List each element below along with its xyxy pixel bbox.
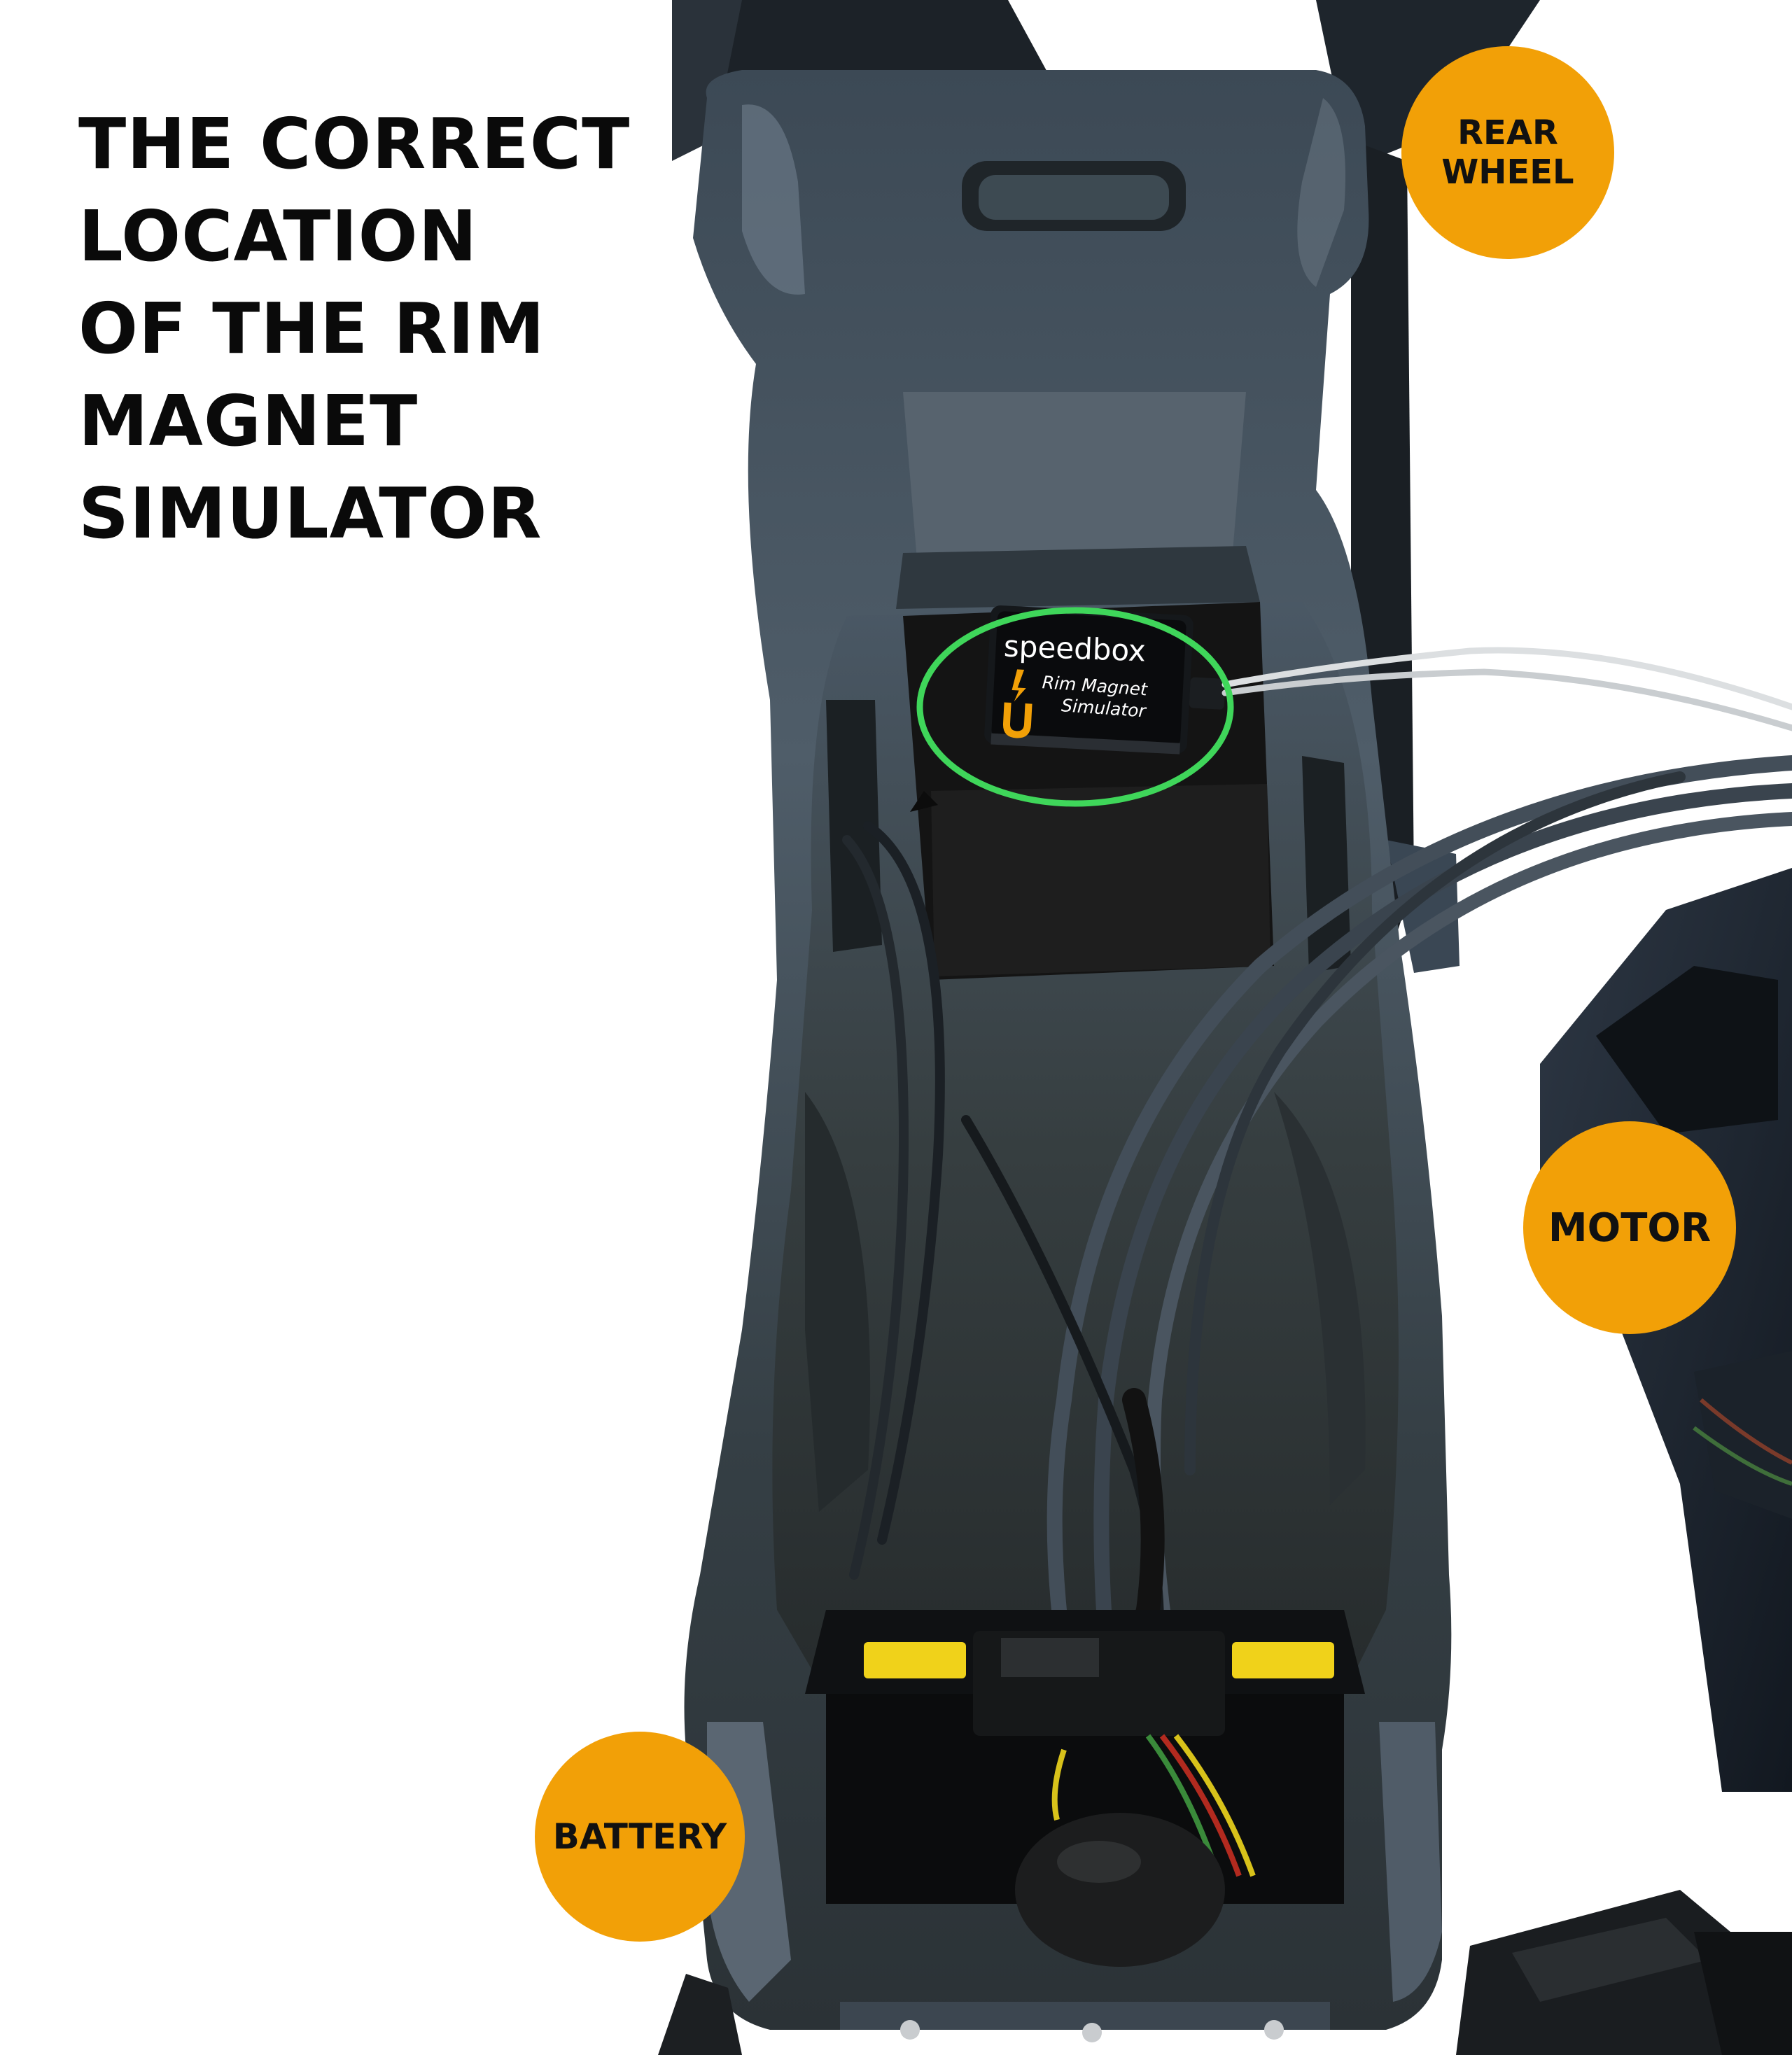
rear-wheel-label-line-2: WHEEL [1441,153,1574,192]
headline-line-4: MAGNET [78,380,419,462]
battery-badge: BATTERY [535,1732,745,1942]
rear-wheel-badge: REAR WHEEL [1401,46,1614,259]
motor-badge: MOTOR [1523,1121,1736,1334]
rim-magnet-simulator-device [984,605,1226,755]
frame-bottom [707,1722,1442,2042]
headline: THE CORRECT LOCATION OF THE RIM MAGNET S… [78,98,694,560]
device-brand-label: speedbox [1003,629,1147,668]
battery-connector [805,1610,1365,1967]
battery-label: BATTERY [552,1816,727,1857]
headline-line-5: SIMULATOR [78,472,542,554]
motor-housing [1540,868,1792,1792]
pedal [1456,1890,1792,2055]
motor-label: MOTOR [1548,1205,1712,1251]
white-cables [1222,647,1792,731]
device-name-label: Rim Magnet Simulator [1033,671,1148,722]
black-cables [842,755,1792,1800]
headline-line-1: THE CORRECT [78,103,631,185]
rear-wheel-label-line-1: REAR [1457,113,1558,153]
headline-line-3: OF THE RIM [78,288,545,370]
highlight-ring [916,607,1234,807]
headline-line-2: LOCATION [78,195,478,277]
